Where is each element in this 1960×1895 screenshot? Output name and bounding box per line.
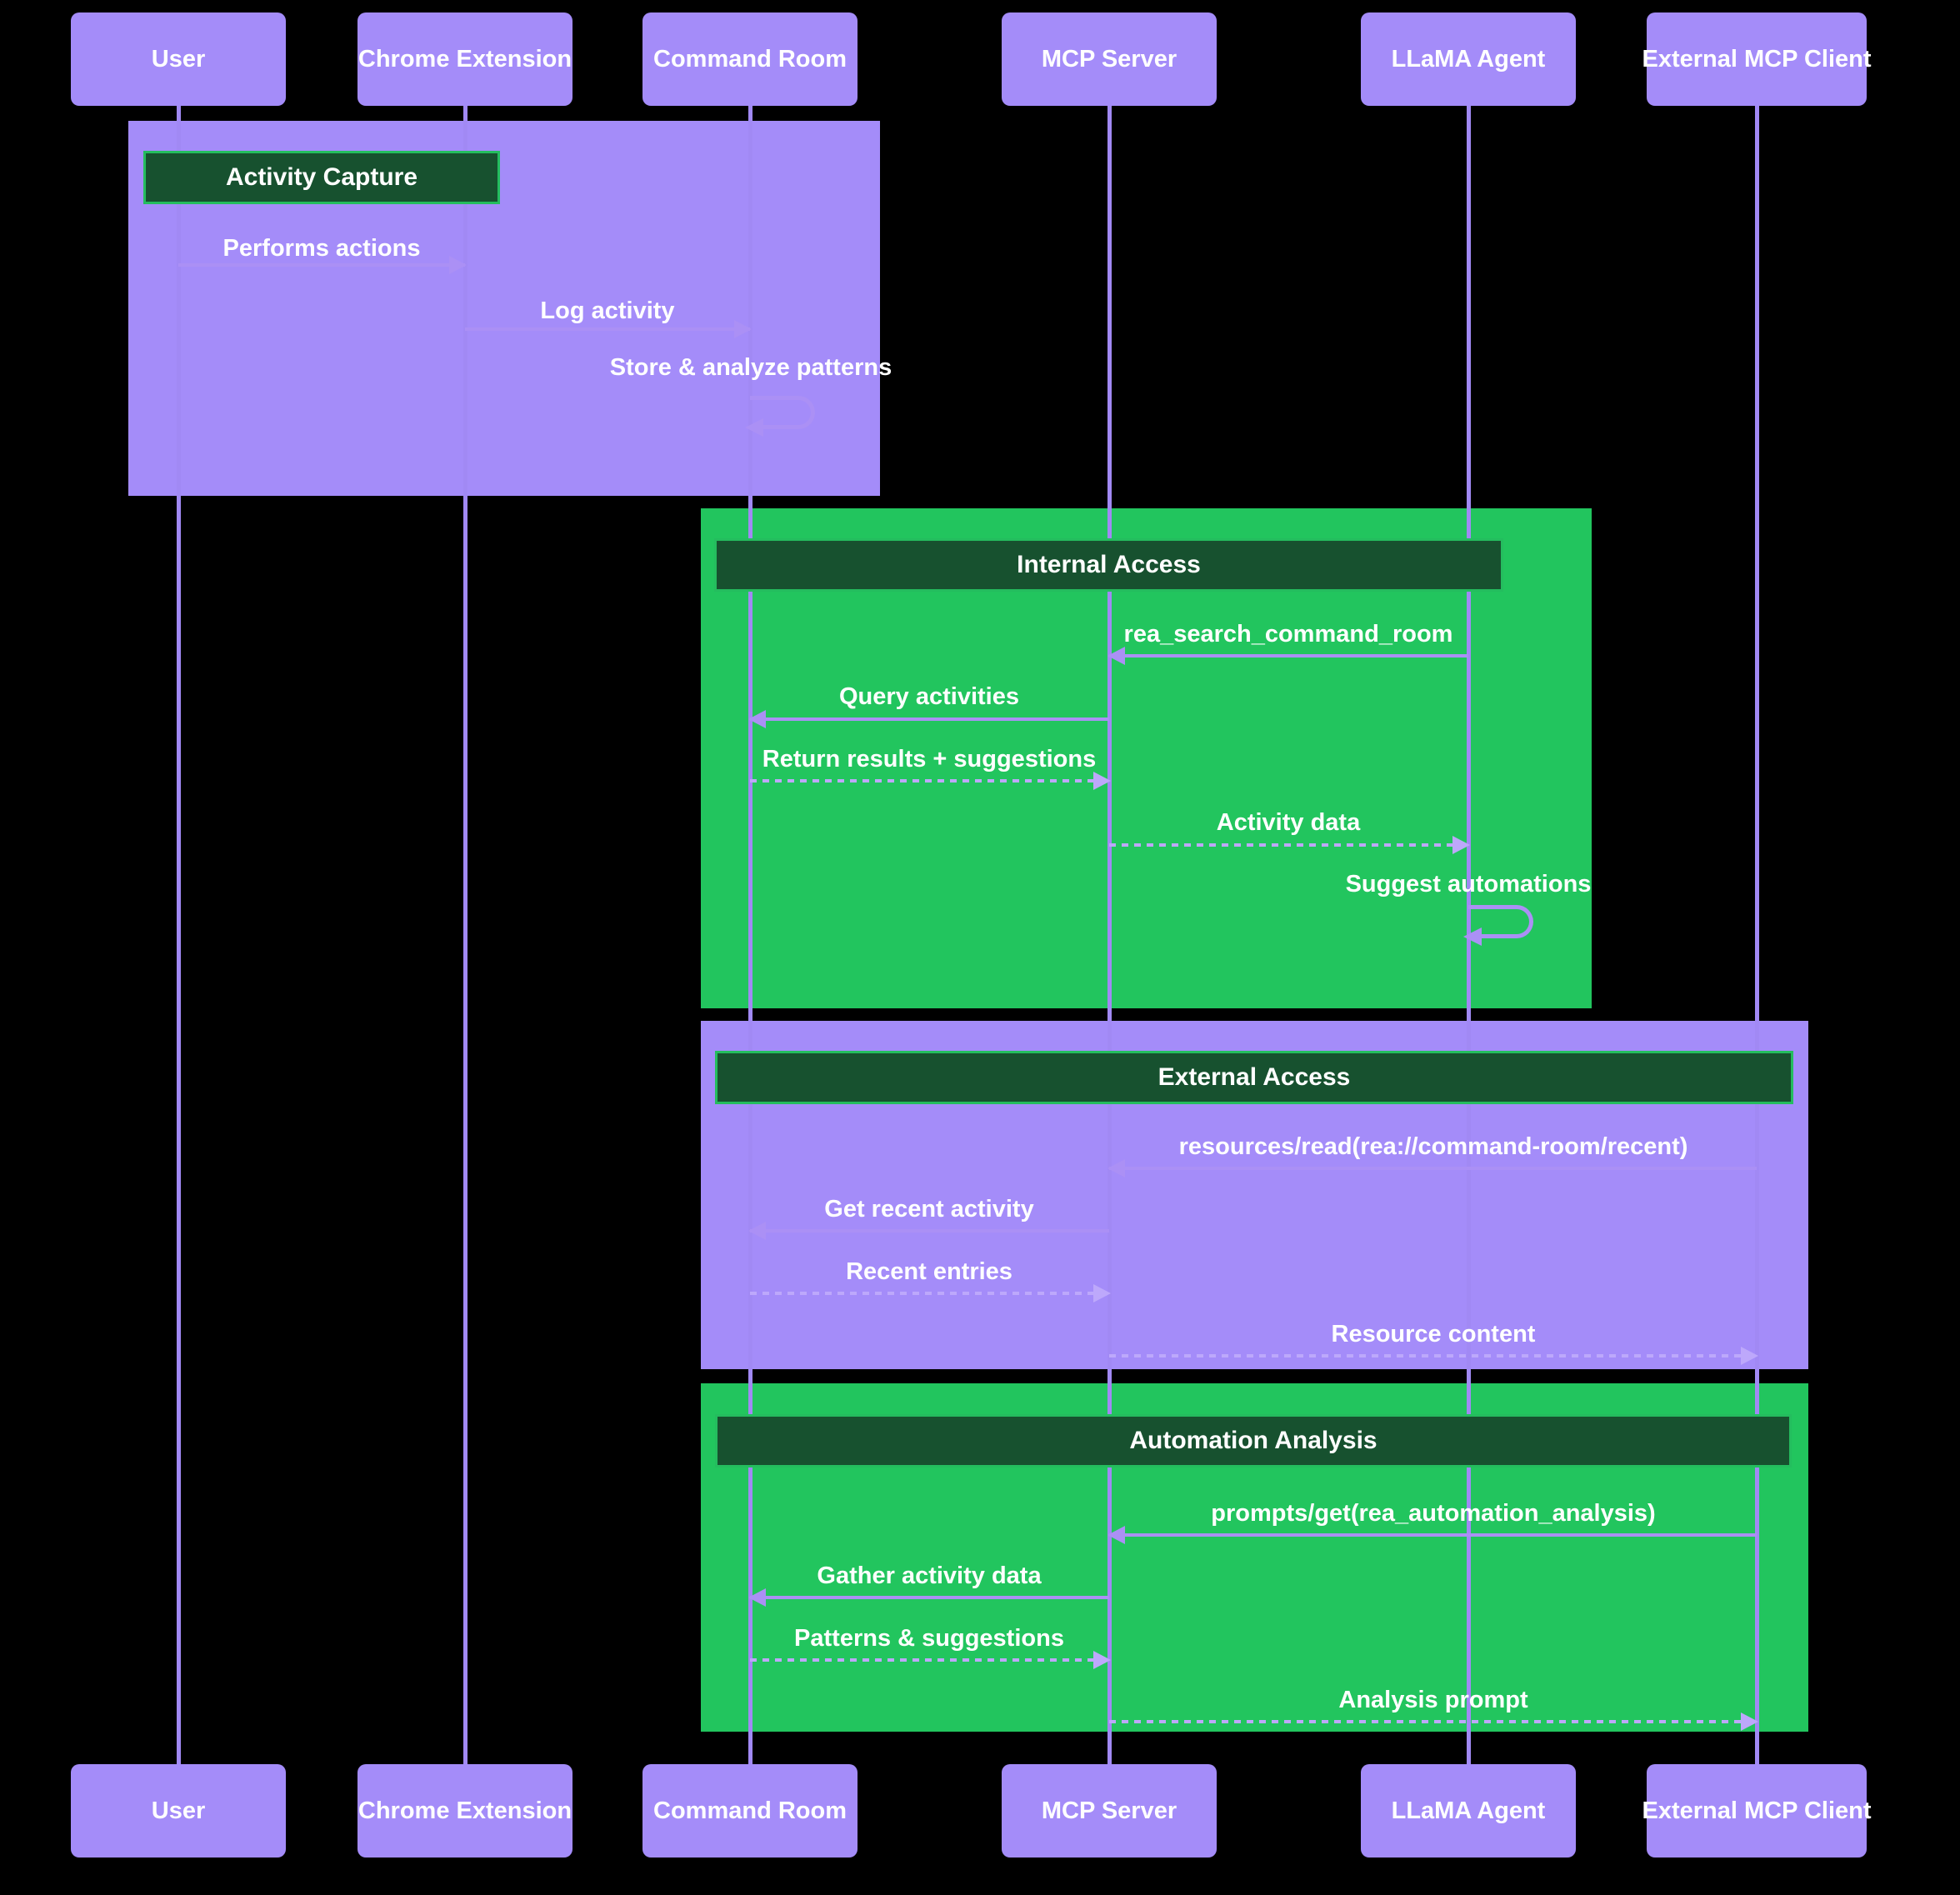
lifeline-command-room — [748, 106, 752, 1764]
section-label-external-access: External Access — [715, 1051, 1793, 1104]
message-label: Return results + suggestions — [762, 746, 1097, 772]
message-arrow — [465, 320, 752, 338]
participant-chrome-extension-top: Chrome Extension — [358, 12, 572, 106]
message-label: Analysis prompt — [1338, 1687, 1528, 1713]
arrowhead-right-icon — [449, 256, 467, 274]
message-arrow — [750, 1284, 1111, 1302]
message-label: Log activity — [540, 298, 675, 324]
participant-llama-agent-bottom: LLaMA Agent — [1361, 1764, 1576, 1858]
participant-label: User — [151, 45, 206, 72]
section-label-internal-access: Internal Access — [714, 538, 1503, 592]
message-arrow — [750, 772, 1111, 790]
section-internal-access — [701, 508, 1592, 1008]
arrowhead-left-icon — [748, 1222, 766, 1240]
message-label: Get recent activity — [824, 1196, 1034, 1222]
arrowhead-right-icon — [734, 320, 752, 338]
arrowhead-right-icon — [1093, 1651, 1111, 1669]
message-label: prompts/get(rea_automation_analysis) — [1211, 1500, 1656, 1527]
section-title: Internal Access — [1017, 551, 1201, 578]
message-label: Patterns & suggestions — [794, 1625, 1064, 1652]
section-label-activity-capture: Activity Capture — [143, 151, 500, 204]
message-arrow — [1109, 1712, 1758, 1731]
message-arrow — [1109, 1347, 1758, 1365]
message-label: Recent entries — [846, 1258, 1012, 1285]
message-label: Gather activity data — [817, 1562, 1042, 1589]
message-label: Performs actions — [222, 235, 421, 262]
message-arrow — [1108, 647, 1468, 665]
participant-external-mcp-client-top: External MCP Client — [1642, 12, 1872, 106]
lifeline-mcp-server — [1108, 106, 1112, 1764]
message-arrow — [748, 1222, 1109, 1240]
arrowhead-left-icon — [1463, 928, 1482, 946]
participant-label: Command Room — [653, 45, 847, 72]
participant-mcp-server-bottom: MCP Server — [1002, 1764, 1217, 1858]
message-arrow — [1108, 1159, 1757, 1178]
message-arrow — [748, 710, 1109, 728]
arrowhead-left-icon — [1108, 1159, 1125, 1178]
message-label: Suggest automations — [1345, 871, 1592, 898]
lifeline-chrome-extension — [463, 106, 468, 1764]
section-title: Automation Analysis — [1129, 1427, 1378, 1454]
participant-label: External MCP Client — [1642, 45, 1872, 72]
participant-user-top: User — [71, 12, 286, 106]
participant-chrome-extension-bottom: Chrome Extension — [358, 1764, 572, 1858]
participant-label: LLaMA Agent — [1391, 1797, 1546, 1824]
participant-label: MCP Server — [1041, 1797, 1178, 1824]
message-label: resources/read(rea://command-room/recent… — [1178, 1133, 1688, 1160]
arrowhead-left-icon — [745, 418, 763, 437]
participant-external-mcp-client-bottom: External MCP Client — [1642, 1764, 1872, 1858]
arrowhead-left-icon — [748, 710, 766, 728]
arrowhead-left-icon — [1108, 1526, 1125, 1544]
message-arrow — [748, 1588, 1109, 1607]
arrowhead-left-icon — [1108, 647, 1125, 665]
lifeline-user — [177, 106, 181, 1764]
section-label-automation-analysis: Automation Analysis — [715, 1414, 1792, 1468]
participant-label: MCP Server — [1041, 45, 1178, 72]
participant-label: Chrome Extension — [358, 1797, 572, 1824]
message-arrow — [1109, 836, 1470, 854]
participant-mcp-server-top: MCP Server — [1002, 12, 1217, 106]
participant-label: LLaMA Agent — [1391, 45, 1546, 72]
message-label: Store & analyze patterns — [609, 354, 892, 381]
message-label: Query activities — [839, 683, 1019, 710]
participant-label: User — [151, 1797, 206, 1824]
participant-label: External MCP Client — [1642, 1797, 1872, 1824]
arrowhead-right-icon — [1452, 836, 1470, 854]
message-label: rea_search_command_room — [1123, 621, 1453, 648]
participant-llama-agent-top: LLaMA Agent — [1361, 12, 1576, 106]
participant-command-room-bottom: Command Room — [642, 1764, 858, 1858]
message-arrow — [178, 256, 467, 274]
message-arrow — [750, 1651, 1111, 1669]
participant-label: Command Room — [653, 1797, 847, 1824]
participant-label: Chrome Extension — [358, 45, 572, 72]
message-label: Activity data — [1216, 809, 1361, 836]
participant-command-room-top: Command Room — [642, 12, 858, 106]
arrowhead-right-icon — [1741, 1712, 1758, 1731]
lifeline-external-mcp-client — [1755, 106, 1759, 1764]
section-title: External Access — [1158, 1063, 1351, 1091]
arrowhead-right-icon — [1093, 772, 1111, 790]
participant-user-bottom: User — [71, 1764, 286, 1858]
message-label: Resource content — [1331, 1321, 1536, 1348]
self-loop-arrow — [745, 396, 815, 437]
self-loop-arrow — [1463, 905, 1533, 946]
arrowhead-right-icon — [1093, 1284, 1111, 1302]
arrowhead-left-icon — [748, 1588, 766, 1607]
message-arrow — [1108, 1526, 1757, 1544]
section-title: Activity Capture — [225, 163, 418, 191]
arrowhead-right-icon — [1741, 1347, 1758, 1365]
